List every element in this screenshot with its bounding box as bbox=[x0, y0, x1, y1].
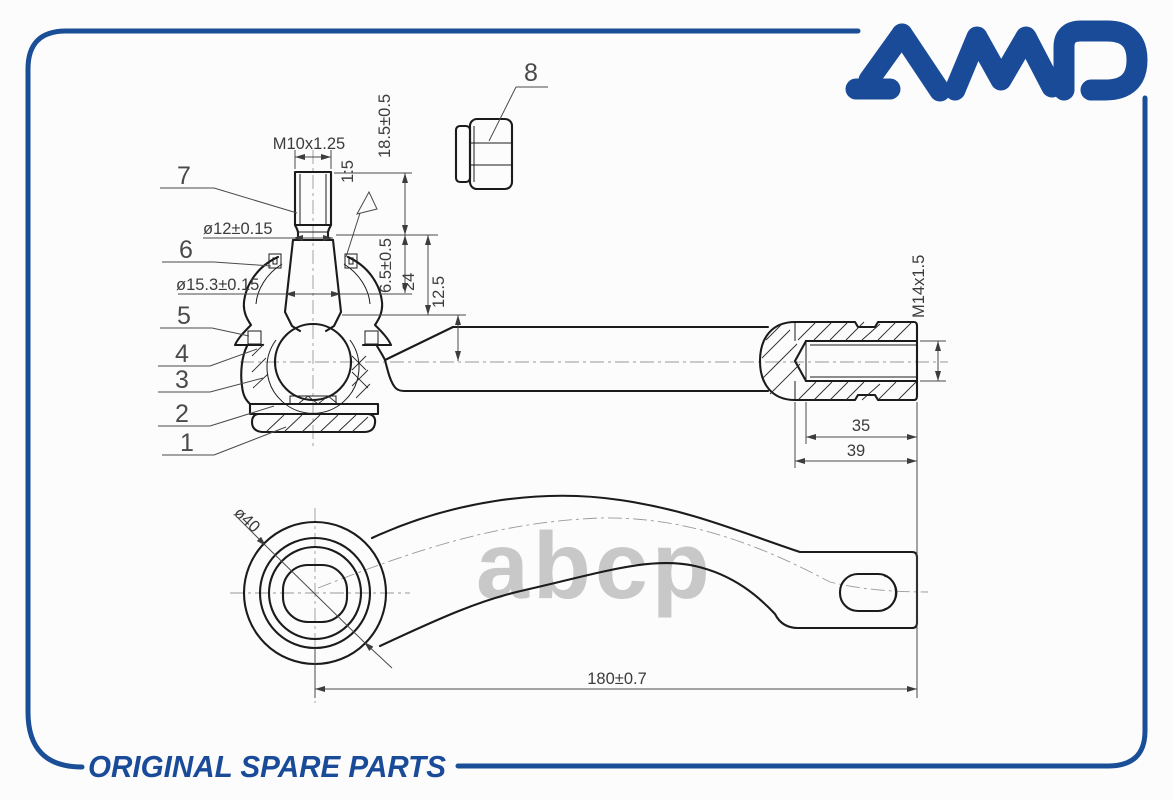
part-callouts: 7 6 5 4 3 2 1 8 bbox=[158, 59, 548, 457]
border-frame bbox=[25, 28, 1148, 770]
socket-hatch bbox=[761, 321, 917, 401]
callout-1: 1 bbox=[180, 429, 194, 457]
main-section-view bbox=[233, 170, 919, 434]
dim-axis-offset: 12.5 bbox=[430, 276, 448, 308]
callout-5: 5 bbox=[177, 302, 191, 330]
callout-8: 8 bbox=[524, 59, 538, 87]
dim-lower-dia: ø15.3±0.15 bbox=[176, 276, 259, 294]
watermark-text: abcp bbox=[476, 513, 714, 619]
dim-thread-depth: 35 bbox=[852, 417, 870, 435]
dim-housing-thread: M14x1.5 bbox=[910, 255, 928, 318]
lock-nut-detail bbox=[454, 117, 514, 191]
dim-thread-length: 18.5±0.5 bbox=[376, 94, 394, 158]
dim-collar: 6.5±0.5 bbox=[377, 238, 395, 293]
dim-taper-length: 24 bbox=[400, 273, 418, 291]
callout-7: 7 bbox=[177, 162, 191, 190]
callout-2: 2 bbox=[175, 400, 189, 428]
dim-eye-dia: ø40 bbox=[230, 504, 263, 537]
dim-overall-length: 180±0.7 bbox=[587, 670, 647, 688]
centerlines bbox=[230, 150, 948, 703]
amd-logo: AMD bbox=[845, 20, 1148, 102]
bearing-hatch bbox=[251, 343, 371, 433]
callout-6: 6 bbox=[179, 236, 193, 264]
dim-upper-dia: ø12±0.15 bbox=[203, 220, 273, 238]
dim-socket-length: 39 bbox=[847, 442, 865, 460]
dim-taper-ratio: 1:5 bbox=[339, 160, 357, 183]
dim-stud-thread: M10x1.25 bbox=[273, 135, 345, 153]
callout-4: 4 bbox=[175, 340, 189, 368]
tagline-text: ORIGINAL SPARE PARTS bbox=[88, 749, 446, 784]
callout-3: 3 bbox=[175, 366, 189, 394]
